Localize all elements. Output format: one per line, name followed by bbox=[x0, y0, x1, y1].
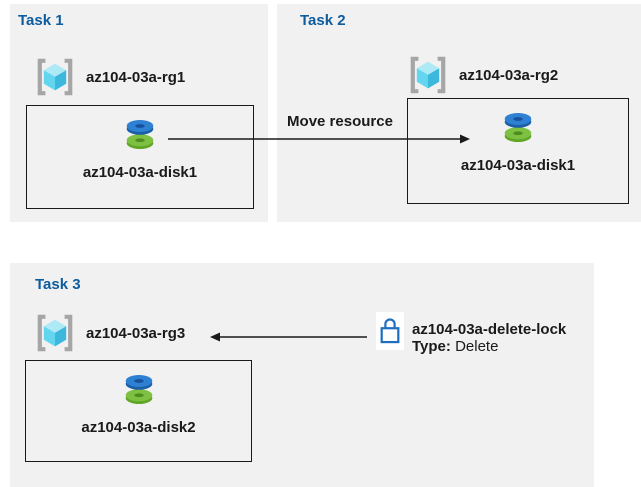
delete-lock-arrow bbox=[210, 332, 367, 342]
lock-type-line: Type: Delete bbox=[412, 338, 566, 355]
move-resource-label: Move resource bbox=[287, 113, 393, 130]
lock-label-block: az104-03a-delete-lock Type: Delete bbox=[412, 321, 566, 355]
disk-label: az104-03a-disk1 bbox=[82, 164, 198, 181]
resource-group-row: az104-03a-rg3 bbox=[35, 314, 185, 352]
disk-icon bbox=[118, 116, 162, 159]
resource-group-label: az104-03a-rg2 bbox=[459, 66, 559, 84]
lock-icon bbox=[376, 312, 404, 350]
resource-group-row: az104-03a-rg2 bbox=[408, 56, 558, 94]
resource-box: az104-03a-disk1 bbox=[26, 105, 254, 209]
resource-group-icon bbox=[35, 58, 75, 96]
disk-label: az104-03a-disk1 bbox=[460, 157, 576, 174]
lock-type-label: Type: bbox=[412, 338, 451, 355]
lock-name-label: az104-03a-delete-lock bbox=[412, 321, 567, 338]
resource-box: az104-03a-disk1 bbox=[407, 98, 629, 204]
resource-group-icon bbox=[408, 56, 448, 94]
task-1-title: Task 1 bbox=[18, 12, 64, 29]
panel-task-3: Task 3 az104-03a-rg3 bbox=[10, 263, 594, 487]
disk-label: az104-03a-disk2 bbox=[81, 419, 196, 436]
move-resource-arrow bbox=[168, 134, 470, 144]
resource-group-icon bbox=[35, 314, 75, 352]
resource-group-row: az104-03a-rg1 bbox=[35, 58, 185, 96]
disk-icon bbox=[496, 109, 540, 152]
lock-type-value: Delete bbox=[455, 338, 499, 355]
resource-box: az104-03a-disk2 bbox=[25, 360, 252, 462]
task-3-title: Task 3 bbox=[35, 276, 81, 293]
resource-group-label: az104-03a-rg3 bbox=[86, 324, 186, 342]
task-2-title: Task 2 bbox=[300, 12, 346, 29]
panel-task-1: Task 1 az104-03a-rg1 bbox=[10, 4, 268, 222]
disk-icon bbox=[117, 371, 161, 414]
panel-task-2: Task 2 az104-03a-rg2 bbox=[277, 4, 641, 222]
resource-group-label: az104-03a-rg1 bbox=[86, 68, 186, 86]
